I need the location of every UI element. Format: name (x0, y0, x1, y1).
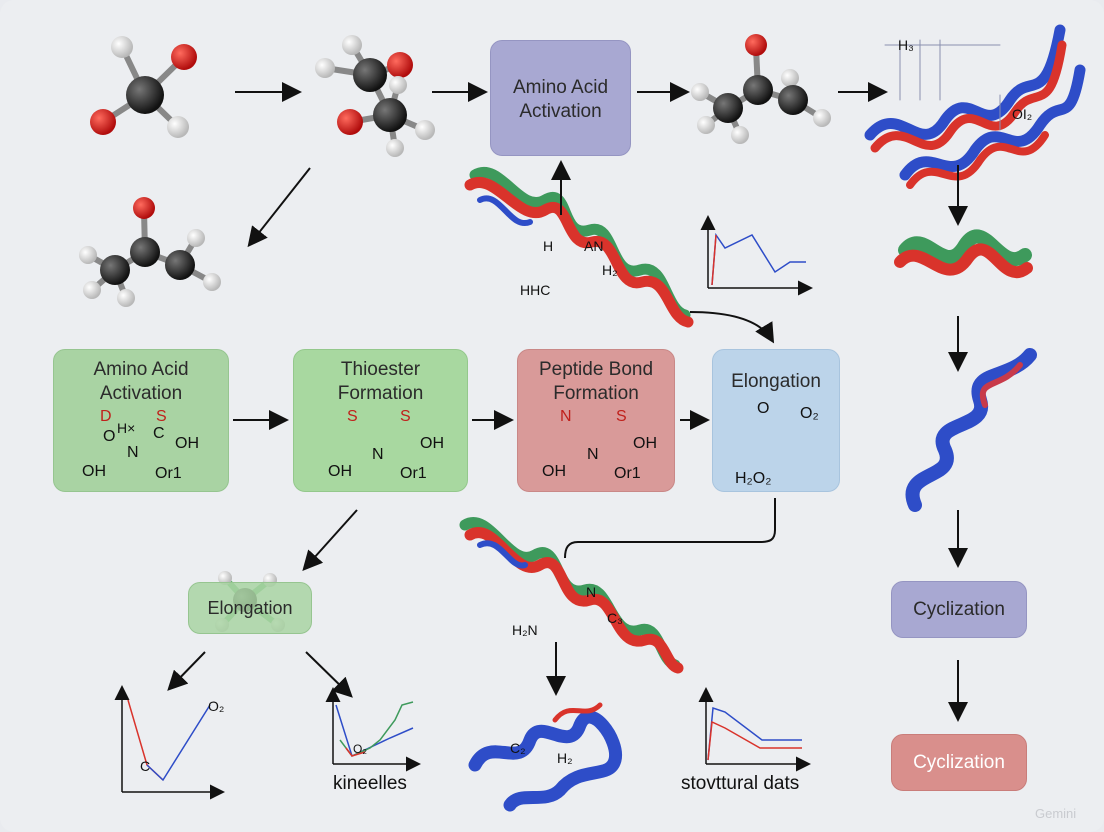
chem-label: N (127, 444, 139, 461)
chem-label: S (400, 408, 411, 425)
molecule-3 (691, 34, 831, 144)
chem-label: OH (633, 435, 657, 452)
chem-label: AN (584, 238, 604, 254)
chem-label: OH (542, 463, 566, 480)
helix-right-blue (905, 348, 1037, 512)
graph-bottom-mid (325, 687, 421, 772)
chem-label: OH (420, 435, 444, 452)
molecule-4 (79, 197, 221, 307)
helix-top-right (864, 24, 1086, 189)
node-cyclization-purple: Cyclization (891, 581, 1027, 638)
chem-label: H₂ (602, 262, 618, 278)
chem-label: H₂ (557, 750, 573, 766)
chem-label: C₂ (510, 740, 526, 756)
node-elongation-small: Elongation (188, 582, 312, 634)
node-label: Peptide Bond Formation (538, 359, 654, 404)
helix-bottom (468, 702, 622, 812)
graph-bottom-right (698, 687, 811, 772)
chem-label: H (543, 238, 554, 254)
node-thioester-formation: Thioester Formation (293, 349, 468, 492)
molecule-2 (315, 35, 435, 157)
chem-label: OH (82, 463, 106, 480)
helix-right-green (894, 229, 1033, 279)
node-label: Elongation (207, 598, 293, 618)
chem-label: Or1 (614, 465, 641, 482)
chem-label: O (757, 400, 770, 417)
chem-label: OH (175, 435, 199, 452)
chem-label: H₂O₂ (735, 470, 772, 487)
connectors (167, 82, 968, 722)
node-label: Cyclization (913, 752, 1005, 773)
chem-label: C₃ (607, 610, 623, 626)
graph-label: O₂ (353, 742, 367, 756)
node-amino-acid-activation-top: Amino Acid Activation (490, 40, 631, 156)
node-label: Thioester Formation (337, 359, 424, 404)
graph-bottom-left (114, 685, 225, 800)
caption-structural: stovttural dats (681, 773, 800, 794)
chem-label: HHC (520, 282, 551, 298)
chem-label: D (100, 408, 112, 425)
chem-label: N (560, 408, 572, 425)
helix-middle (459, 517, 684, 674)
chem-label: O₂ (800, 405, 819, 422)
chem-label: OH (328, 463, 352, 480)
chem-label: S (156, 408, 167, 425)
chem-label: S (347, 408, 358, 425)
chem-label: S (616, 408, 627, 425)
graph-top (700, 215, 813, 296)
chem-label: H× (117, 420, 136, 436)
caption-kineelles: kineelles (333, 773, 407, 794)
molecule-1 (90, 36, 197, 138)
chem-label: Or1 (155, 465, 182, 482)
node-label: Cyclization (913, 599, 1005, 620)
graph-label: C (140, 758, 151, 774)
node-label: Amino Acid Activation (512, 77, 609, 122)
watermark: Gemini (1035, 806, 1077, 821)
chem-label: H₃ (898, 37, 914, 53)
chem-label: OI₂ (1012, 106, 1033, 122)
graph-label: O₂ (208, 698, 225, 714)
node-cyclization-red: Cyclization (891, 734, 1027, 791)
chem-label: N (372, 446, 384, 463)
chem-label: Or1 (400, 465, 427, 482)
node-label: Elongation (731, 371, 821, 392)
chem-label: O (103, 428, 116, 445)
chem-label: N (587, 446, 599, 463)
node-label: Amino Acid Activation (93, 359, 189, 404)
chem-label: N (586, 584, 597, 600)
node-amino-acid-activation: Amino Acid Activation (53, 349, 229, 492)
chem-label: H₂N (512, 622, 538, 638)
node-peptide-bond-formation: Peptide Bond Formation (517, 349, 675, 492)
helix-top-center (464, 167, 694, 328)
chem-label: C (153, 425, 165, 442)
node-elongation: Elongation (712, 349, 840, 492)
